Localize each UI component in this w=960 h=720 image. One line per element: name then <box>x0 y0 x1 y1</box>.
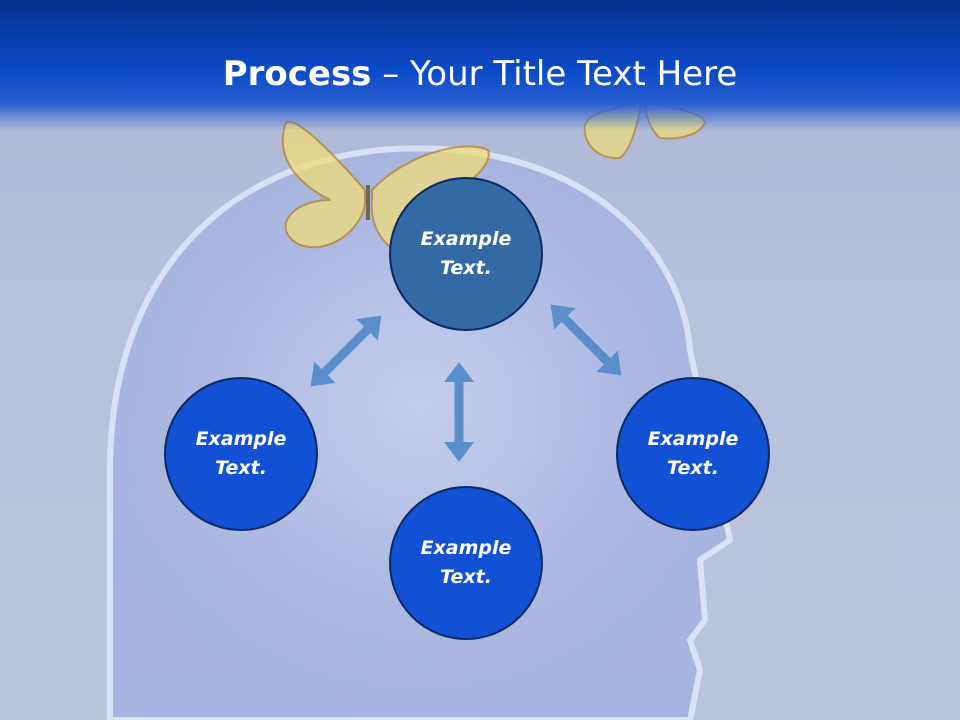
node-right-line1: Example <box>647 428 739 450</box>
double-arrow-right <box>550 304 622 376</box>
page-title: Process – Your Title Text Here <box>0 52 960 96</box>
title-bold: Process <box>222 54 372 94</box>
node-top-line1: Example <box>420 228 512 250</box>
node-bottom-line2: Text. <box>440 566 492 588</box>
node-left-line2: Text. <box>215 457 267 479</box>
node-top-line2: Text. <box>440 257 492 279</box>
double-arrow-vertical <box>444 362 474 462</box>
node-right-line2: Text. <box>667 457 719 479</box>
node-bottom-line1: Example <box>420 537 512 559</box>
title-rest: – Your Title Text Here <box>371 54 738 94</box>
head-silhouette <box>107 145 734 720</box>
node-left-line1: Example <box>195 428 287 450</box>
double-arrow-left <box>310 315 382 387</box>
title-bar <box>0 0 960 130</box>
